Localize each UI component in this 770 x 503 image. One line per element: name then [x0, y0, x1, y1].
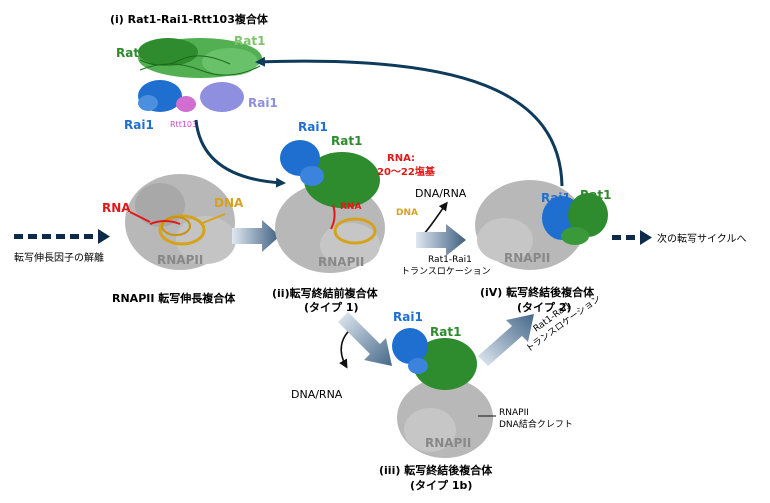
panel-ii-rna-note-1: RNA:: [387, 153, 415, 164]
panel-ii-rna-label: RNA: [340, 202, 361, 212]
panel-ii-rnapii-label: RNAPII: [318, 255, 364, 269]
next-cycle-label: 次の転写サイクルへ: [657, 232, 747, 245]
elongation-rnapii-label: RNAPII: [157, 253, 203, 267]
step-arrow-1: [232, 220, 280, 252]
panel-iii-title-2: (タイプ 1b): [410, 478, 472, 492]
panel-iv-rnapii-label: RNAPII: [504, 251, 550, 265]
panel-ii-rai1-label: Rai1: [298, 120, 328, 134]
dna-rna-bottom-label: DNA/RNA: [291, 388, 343, 401]
panel-ii-rna-note-2: 20～22塩基: [377, 165, 436, 178]
panel-iv-title-1: (iV) 転写終結後複合体: [480, 285, 595, 299]
panel-iii-rai1-label: Rai1: [393, 310, 423, 324]
elongation-rna-label: RNA: [102, 201, 131, 215]
panel-iii-structure: [392, 328, 493, 458]
panel-ii-title-1: (ii)転写終結前複合体: [272, 286, 379, 300]
panel-iii-cleft-label-1: RNAPII: [499, 408, 529, 418]
elongation-complex-structure: [125, 174, 236, 270]
panel-iii-rnapii-label: RNAPII: [425, 436, 471, 450]
step-arrow-4: [478, 314, 534, 366]
panel-ii-structure: [275, 140, 385, 273]
entry-dotted-arrow: [14, 229, 110, 244]
dna-rna-top-label: DNA/RNA: [415, 187, 467, 200]
binding-arrow: [194, 119, 286, 188]
panel-iii-rat1-label: Rat1: [430, 325, 461, 339]
exit-dotted-arrow: [612, 230, 652, 245]
panel-iv-rai1-label: Rai1: [541, 191, 571, 205]
panel-i-title: (ⅰ) Rat1-Rai1-Rtt103複合体: [110, 12, 269, 26]
panel-i-rai1-label-right: Rai1: [248, 96, 278, 110]
return-cycle-arrow: [255, 56, 564, 187]
panel-ii-rat1-label: Rat1: [331, 134, 362, 148]
panel-ii-dna-label: DNA: [396, 208, 418, 218]
panel-iv-structure: [475, 180, 608, 270]
translocation-label-1: Rat1-Rai1: [428, 255, 472, 265]
panel-iv-rat1-label: Rat1: [580, 188, 611, 202]
panel-i-structure: [138, 38, 262, 112]
panel-iii-cleft-label-2: DNA結合クレフト: [499, 418, 573, 430]
panel-ii-title-2: (タイプ 1): [304, 300, 359, 314]
elongation-title: RNAPII 転写伸長複合体: [112, 291, 236, 305]
panel-i-rat1-label-left: Rat1: [116, 46, 147, 60]
dna-rna-release-arrow-top: [423, 201, 448, 235]
panel-i-rat1-label-right: Rat1: [234, 34, 265, 48]
step-arrow-3: [338, 312, 392, 366]
panel-iii-title-1: (iii) 転写終結後複合体: [379, 463, 493, 477]
translocation-label-2: トランスロケーション: [401, 266, 491, 277]
elongation-dna-label: DNA: [214, 196, 244, 210]
panel-i-rai1-label-left: Rai1: [124, 118, 154, 132]
panel-iv-title-2: (タイプ 2): [517, 300, 572, 314]
elongation-factor-dissociation-label: 転写伸長因子の解離: [14, 251, 104, 264]
panel-i-rtt103-label: Rtt103: [170, 120, 197, 129]
step-arrow-2: [416, 224, 466, 256]
